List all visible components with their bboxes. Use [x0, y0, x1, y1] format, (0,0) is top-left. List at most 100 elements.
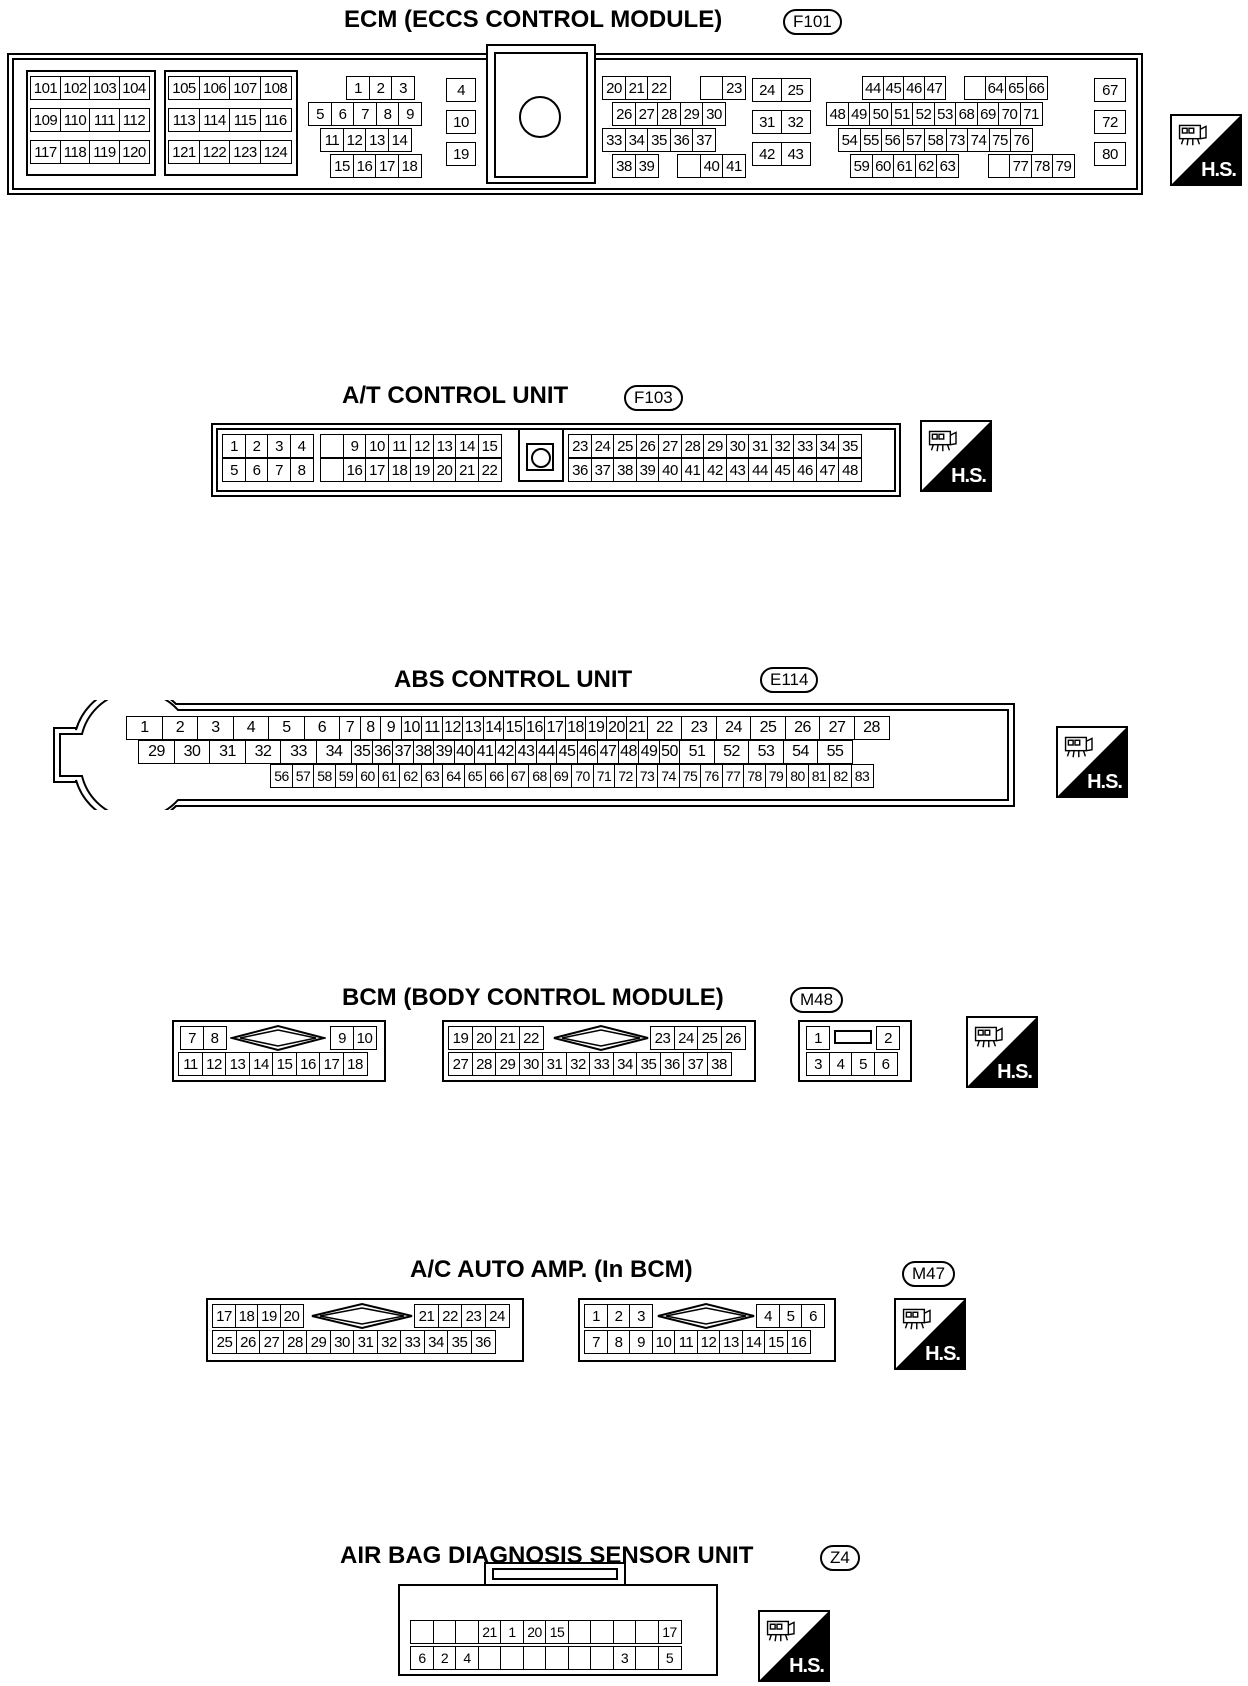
empty-pin-cavity [677, 154, 701, 178]
pin-36: 36 [659, 1052, 685, 1076]
pin-22: 22 [646, 716, 683, 740]
pin-42: 42 [752, 142, 782, 166]
pin-20: 20 [522, 1620, 547, 1644]
pin-23: 23 [650, 1026, 675, 1050]
at-title: A/T CONTROL UNIT [342, 382, 569, 409]
pin-17: 17 [544, 716, 566, 740]
pin-45: 45 [882, 76, 905, 100]
pin-33: 33 [602, 128, 626, 152]
pin-11: 11 [674, 1330, 698, 1354]
pin-55: 55 [817, 740, 853, 764]
pin-54: 54 [838, 128, 861, 152]
pin-23: 23 [681, 716, 717, 740]
pin-19: 19 [448, 1026, 473, 1050]
pin-14: 14 [248, 1052, 274, 1076]
pin-13: 13 [719, 1330, 743, 1354]
pin-110: 110 [59, 108, 91, 132]
pin-31: 31 [353, 1330, 378, 1354]
pin-36: 36 [568, 458, 592, 482]
pin-21: 21 [455, 458, 479, 482]
pin-73: 73 [635, 764, 659, 788]
pin-52: 52 [912, 102, 935, 126]
pin-34: 34 [612, 1052, 638, 1076]
pin-27: 27 [819, 716, 855, 740]
pin-16: 16 [342, 458, 367, 482]
pin-6: 6 [330, 102, 355, 126]
pin-row: 80 [1094, 142, 1126, 166]
pin-44: 44 [862, 76, 884, 100]
pin-49: 49 [638, 740, 660, 764]
bcm-connector-code: M48 [790, 987, 844, 1013]
pin-74: 74 [657, 764, 680, 788]
airbag-connector-latch-inner [492, 1568, 618, 1580]
at-connector-code: F103 [624, 385, 683, 411]
pin-39: 39 [433, 740, 455, 764]
pin-20: 20 [432, 458, 457, 482]
pin-72: 72 [1094, 110, 1126, 134]
pin-65: 65 [463, 764, 487, 788]
pin-69: 69 [976, 102, 1000, 126]
pin-37: 37 [392, 740, 414, 764]
pin-78: 78 [1030, 154, 1054, 178]
pin-81: 81 [807, 764, 831, 788]
pin-68: 68 [955, 102, 978, 126]
pin-82: 82 [829, 764, 852, 788]
pin-28: 28 [657, 102, 681, 126]
pin-21: 21 [477, 1620, 502, 1644]
pin-114: 114 [198, 108, 231, 132]
bcm-connector-a [172, 1020, 386, 1082]
pin-37: 37 [683, 1052, 708, 1076]
pin-76: 76 [1010, 128, 1033, 152]
pin-13: 13 [432, 434, 457, 458]
pin-18: 18 [234, 1304, 259, 1328]
empty-pin-cavity [320, 434, 344, 458]
pin-59: 59 [850, 154, 873, 178]
pin-5: 5 [222, 458, 246, 482]
pin-7: 7 [267, 458, 291, 482]
pin-39: 39 [634, 154, 659, 178]
pin-79: 79 [764, 764, 788, 788]
pin-1: 1 [584, 1304, 608, 1328]
pin-23: 23 [722, 76, 746, 100]
pin-104: 104 [118, 76, 150, 100]
pin-50: 50 [658, 740, 681, 764]
bcm-title: BCM (BODY CONTROL MODULE) [342, 984, 724, 1011]
pin-35: 35 [647, 128, 671, 152]
key-diamond [553, 1024, 649, 1052]
pin-15: 15 [545, 1620, 569, 1644]
pin-36: 36 [669, 128, 694, 152]
pin-62: 62 [399, 764, 422, 788]
ecm-center-hole [519, 96, 561, 138]
pin-111: 111 [89, 108, 120, 132]
pin-row: 10 [446, 110, 476, 134]
pin-47: 47 [597, 740, 619, 764]
pin-106: 106 [198, 76, 231, 100]
pin-8: 8 [359, 716, 382, 740]
pin-56: 56 [270, 764, 293, 788]
pin-29: 29 [495, 1052, 520, 1076]
pin-8: 8 [289, 458, 314, 482]
pin-64: 64 [442, 764, 465, 788]
pin-80: 80 [1094, 142, 1126, 166]
harness-side-glyph [1058, 728, 1126, 796]
pin-24: 24 [590, 434, 615, 458]
pin-12: 12 [410, 434, 434, 458]
pin-17: 17 [212, 1304, 236, 1328]
pin-121: 121 [168, 140, 200, 164]
pin-11: 11 [178, 1052, 203, 1076]
pin-112: 112 [118, 108, 150, 132]
pin-21: 21 [414, 1304, 439, 1328]
